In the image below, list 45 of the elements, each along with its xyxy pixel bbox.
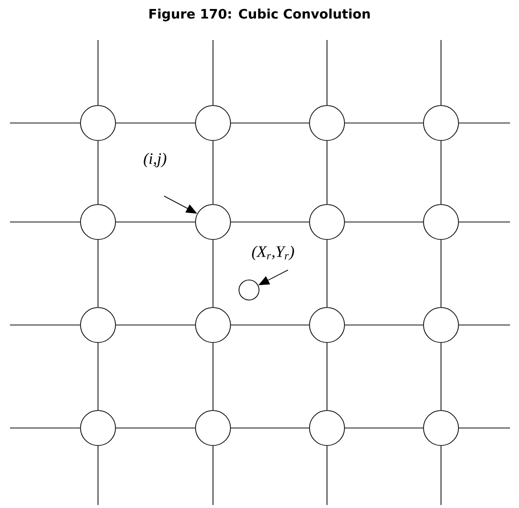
grid-line — [440, 342, 442, 410]
grid-line — [440, 40, 442, 106]
grid-line — [458, 122, 510, 124]
grid-line — [440, 140, 442, 204]
grid-line — [326, 40, 328, 106]
grid-line — [116, 324, 196, 326]
coordinate-label: (X$_{r}$,Y$_{r}$) — [252, 246, 294, 260]
grid-line — [326, 445, 328, 506]
grid-line — [326, 239, 328, 308]
grid-line — [212, 445, 214, 506]
grid-line — [458, 324, 510, 326]
grid-point — [423, 204, 459, 240]
grid-line — [326, 140, 328, 204]
grid-line — [344, 122, 424, 124]
grid-point — [423, 410, 459, 446]
grid-line — [212, 239, 214, 308]
grid-point — [195, 204, 231, 240]
grid-point — [195, 410, 231, 446]
grid-point — [80, 307, 116, 343]
grid-line — [212, 342, 214, 410]
grid-point — [80, 204, 116, 240]
grid-line — [440, 445, 442, 506]
sample-point — [238, 280, 260, 300]
grid-point — [309, 105, 345, 141]
grid-point — [423, 105, 459, 141]
grid-line — [116, 122, 196, 124]
grid-line — [344, 324, 424, 326]
grid-line — [230, 122, 310, 124]
grid-point — [80, 410, 116, 446]
grid-line — [212, 40, 214, 106]
grid-point — [309, 307, 345, 343]
grid-point — [195, 307, 231, 343]
grid-line — [326, 342, 328, 410]
grid-point — [309, 204, 345, 240]
grid-line — [10, 122, 80, 124]
grid-point — [309, 410, 345, 446]
grid-line — [440, 239, 442, 308]
coordinate-label: (i,j) — [144, 152, 166, 168]
grid-point — [80, 105, 116, 141]
grid-line — [230, 324, 310, 326]
grid-point — [195, 105, 231, 141]
title: Figure 170: Cubic Convolution — [149, 8, 370, 22]
grid-line — [212, 140, 214, 204]
grid-point — [423, 307, 459, 343]
grid-line — [10, 324, 80, 326]
